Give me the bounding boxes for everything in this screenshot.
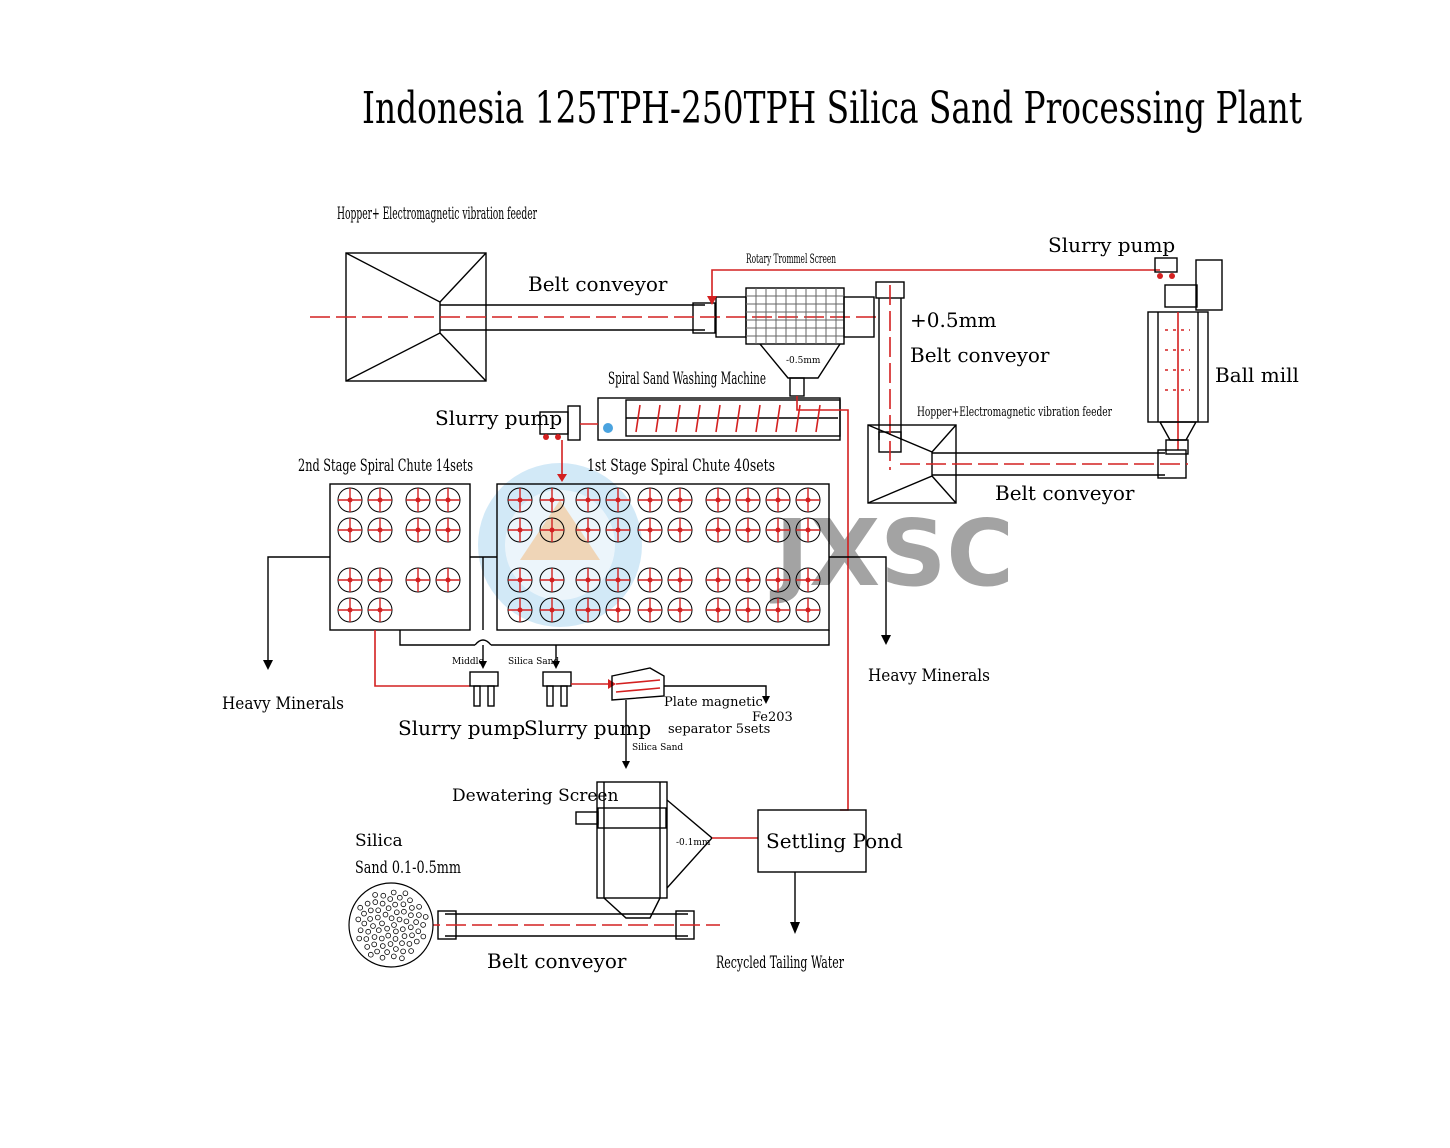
silica-product-label-1: Silica xyxy=(355,831,403,851)
slurry-pump-1-label: Slurry pump xyxy=(398,716,525,740)
heavy-minerals-right-label: Heavy Minerals xyxy=(868,666,990,686)
trommel-undersize-label: -0.5mm xyxy=(786,356,821,366)
silica-sand-label-1: Silica Sand xyxy=(508,657,559,667)
belt-conveyor-2-label: Belt conveyor xyxy=(910,343,1050,367)
spiral-sand-washing-machine xyxy=(597,397,841,441)
recycled-water-label: Recycled Tailing Water xyxy=(716,953,845,973)
spiral-chute-stage2 xyxy=(329,483,471,631)
belt-conveyor-1-label: Belt conveyor xyxy=(528,272,668,296)
slurry-pump-top-label: Slurry pump xyxy=(1048,233,1175,257)
slurry-pump-washer-label: Slurry pump xyxy=(435,406,562,430)
fe2o3-label: Fe203 xyxy=(752,710,793,725)
middle-label: Middle xyxy=(452,657,484,667)
dewatering-screen-label: Dewatering Screen xyxy=(452,786,618,806)
belt-conveyor-1 xyxy=(440,302,716,334)
spiral-washer-label: Spiral Sand Washing Machine xyxy=(608,369,766,389)
belt-conveyor-3-label: Belt conveyor xyxy=(995,481,1135,505)
stage2-label: 2nd Stage Spiral Chute 14sets xyxy=(298,456,473,476)
hopper-feeder-1-label: Hopper+ Electromagnetic vibration feeder xyxy=(337,204,537,224)
slurry-pump-2 xyxy=(542,671,572,707)
rotary-trommel-label: Rotary Trommel Screen xyxy=(746,252,836,267)
plate-mag-label-2: separator 5sets xyxy=(668,722,770,737)
plate-mag-label-1: Plate magnetic xyxy=(664,695,763,710)
settling-pond-label: Settling Pond xyxy=(766,829,903,853)
silica-sand-product-pile xyxy=(348,882,434,968)
heavy-line-right xyxy=(829,556,887,640)
settling-pond xyxy=(757,809,867,873)
return-line-ballmill-trommel xyxy=(711,269,1160,300)
rotary-trommel-screen xyxy=(715,287,875,397)
ball-mill-label: Ball mill xyxy=(1215,363,1299,387)
silica-product-label-2: Sand 0.1-0.5mm xyxy=(355,858,461,878)
plate-magnetic-separator xyxy=(611,667,665,701)
watermark-text: JXSC xyxy=(769,500,1014,607)
slurry-pump-washer xyxy=(539,405,581,441)
plus-05mm-label: +0.5mm xyxy=(910,308,997,332)
heavy-minerals-left-label: Heavy Minerals xyxy=(222,694,344,714)
dewater-undersize-label: -0.1mm xyxy=(676,838,711,848)
silica-sand-label-2: Silica Sand xyxy=(632,743,683,753)
page-title: Indonesia 125TPH-250TPH Silica Sand Proc… xyxy=(362,83,1302,134)
slurry-pump-top xyxy=(1154,257,1178,279)
stage1-label: 1st Stage Spiral Chute 40sets xyxy=(587,456,775,476)
heavy-line-left xyxy=(267,556,330,665)
return-arrow xyxy=(707,296,717,305)
slurry-pump-2-label: Slurry pump xyxy=(524,716,651,740)
slurry-pump-1 xyxy=(469,671,499,707)
watermark-circle xyxy=(478,463,642,627)
belt-conveyor-4-label: Belt conveyor xyxy=(487,949,627,973)
hopper-feeder-2-label: Hopper+Electromagnetic vibration feeder xyxy=(917,405,1113,420)
middle-return-line xyxy=(374,630,470,687)
ball-mill xyxy=(1147,259,1223,455)
